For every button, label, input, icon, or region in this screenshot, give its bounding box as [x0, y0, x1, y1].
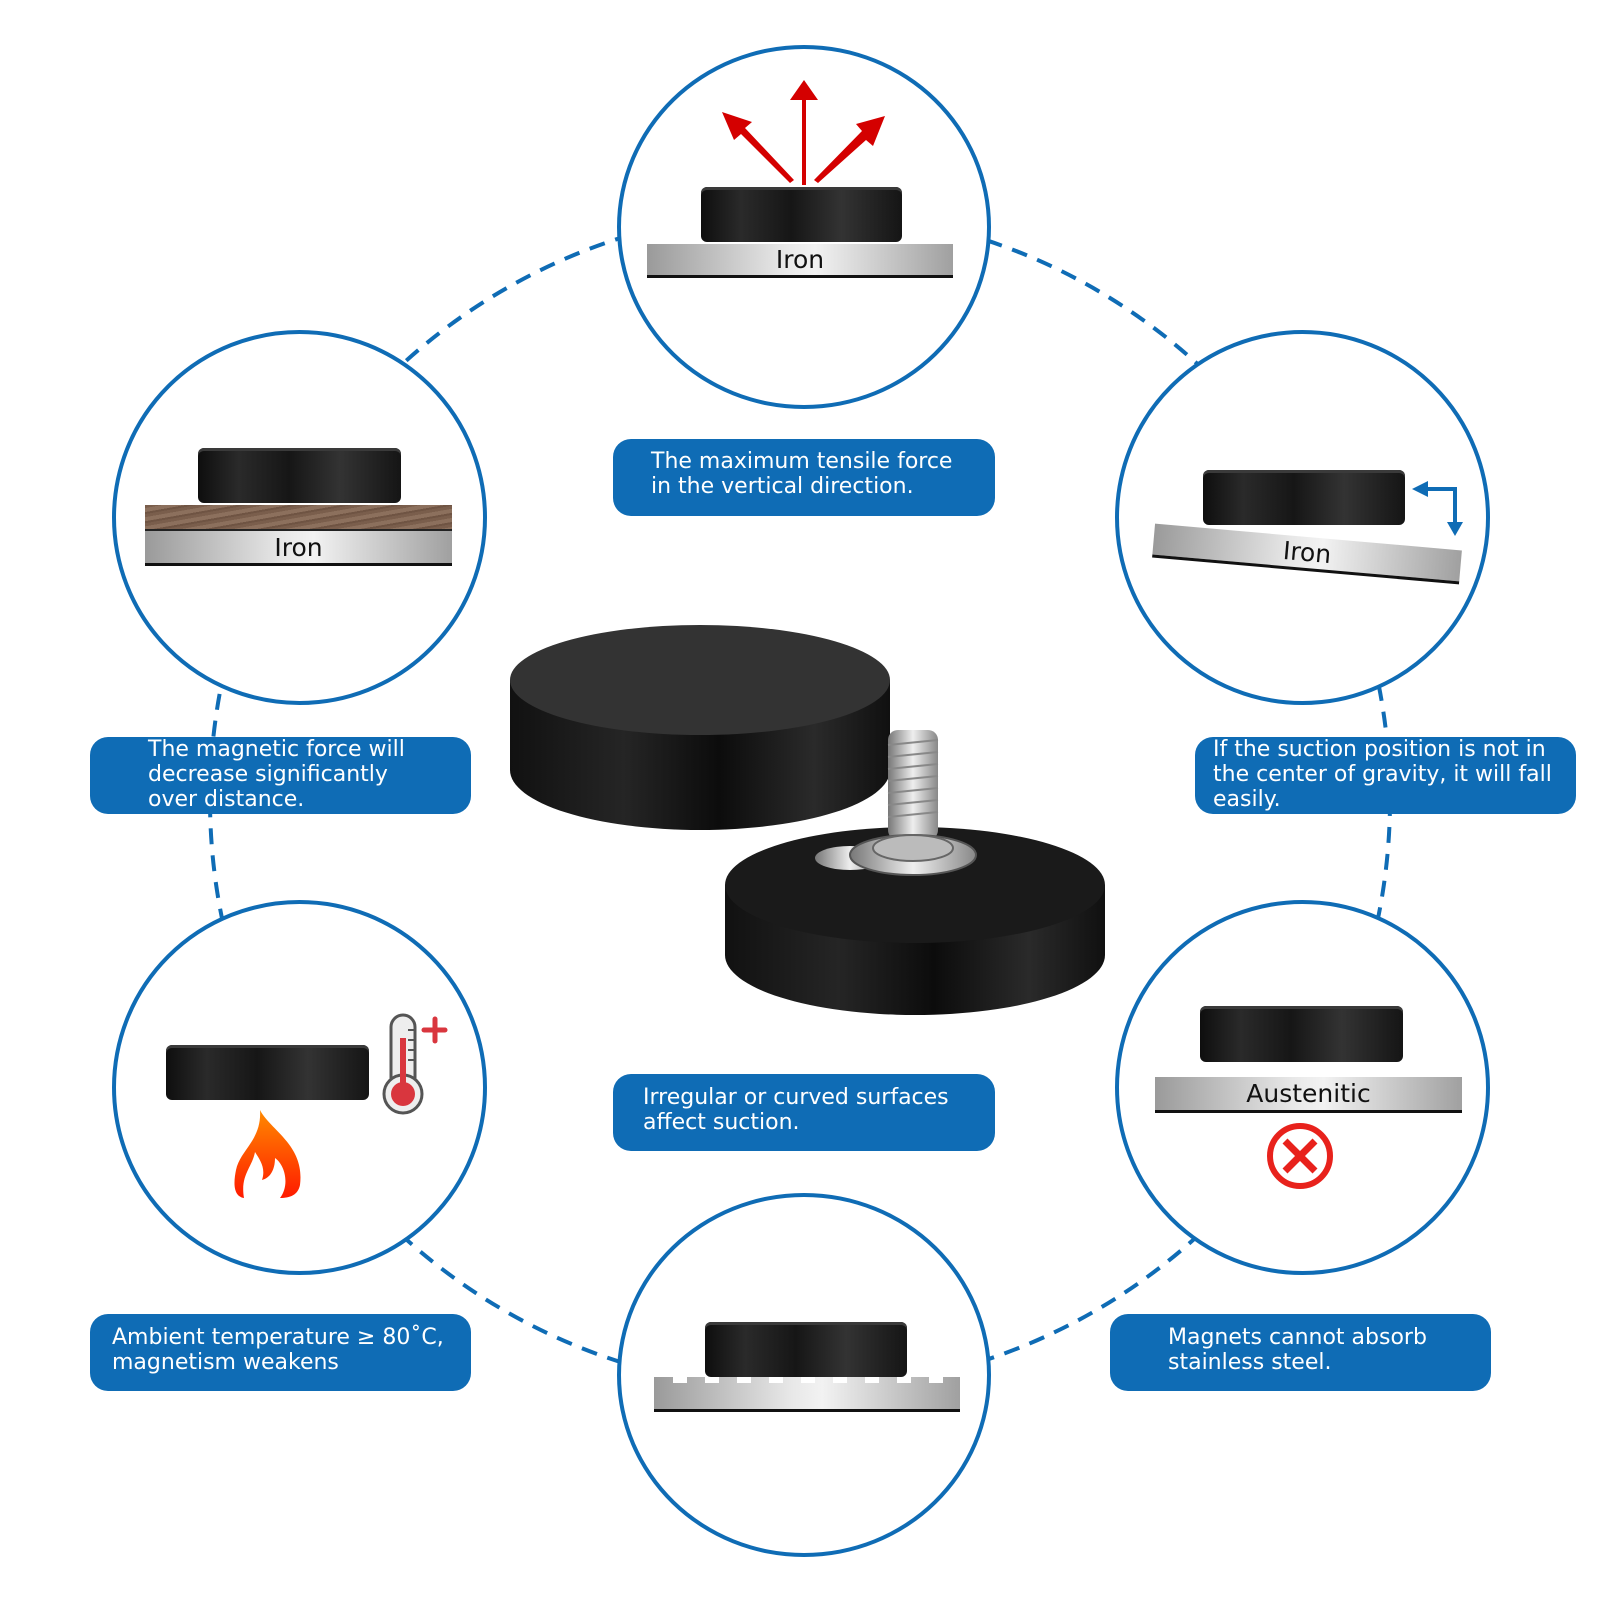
caption-upper-right: If the suction position is not in the ce… [1195, 737, 1576, 814]
caption-lower-right: Magnets cannot absorb stainless steel. [1110, 1314, 1491, 1391]
plate-label: Austenitic [1246, 1079, 1371, 1108]
magnet-lower-left [166, 1045, 369, 1100]
caption-bottom: Irregular or curved surfaces affect suct… [613, 1074, 995, 1151]
plate-label: Iron [775, 245, 825, 274]
magnet-bottom [705, 1322, 907, 1377]
iron-plate-upper-left: Iron [145, 531, 452, 566]
plus-icon [421, 1016, 448, 1044]
magnet-top [701, 187, 902, 242]
caption-top: The maximum tensile force in the vertica… [613, 439, 995, 516]
magnet-lower-right [1200, 1006, 1403, 1062]
magnet-disc-plain [510, 625, 890, 830]
caption-upper-left: The magnetic force will decrease signifi… [90, 737, 471, 814]
magnet-upper-right [1203, 470, 1405, 525]
plate-label: Iron [274, 533, 323, 562]
austenitic-plate: Austenitic [1155, 1077, 1462, 1113]
flame-icon [234, 1110, 301, 1198]
magnet-disc-with-screw [725, 730, 1105, 1015]
iron-plate-top: Iron [647, 244, 953, 278]
caption-lower-left: Ambient temperature ≥ 80˚C, magnetism we… [90, 1314, 471, 1391]
thermometer-icon [382, 1013, 424, 1115]
magnet-upper-left [198, 448, 401, 503]
wood-spacer [145, 505, 452, 531]
